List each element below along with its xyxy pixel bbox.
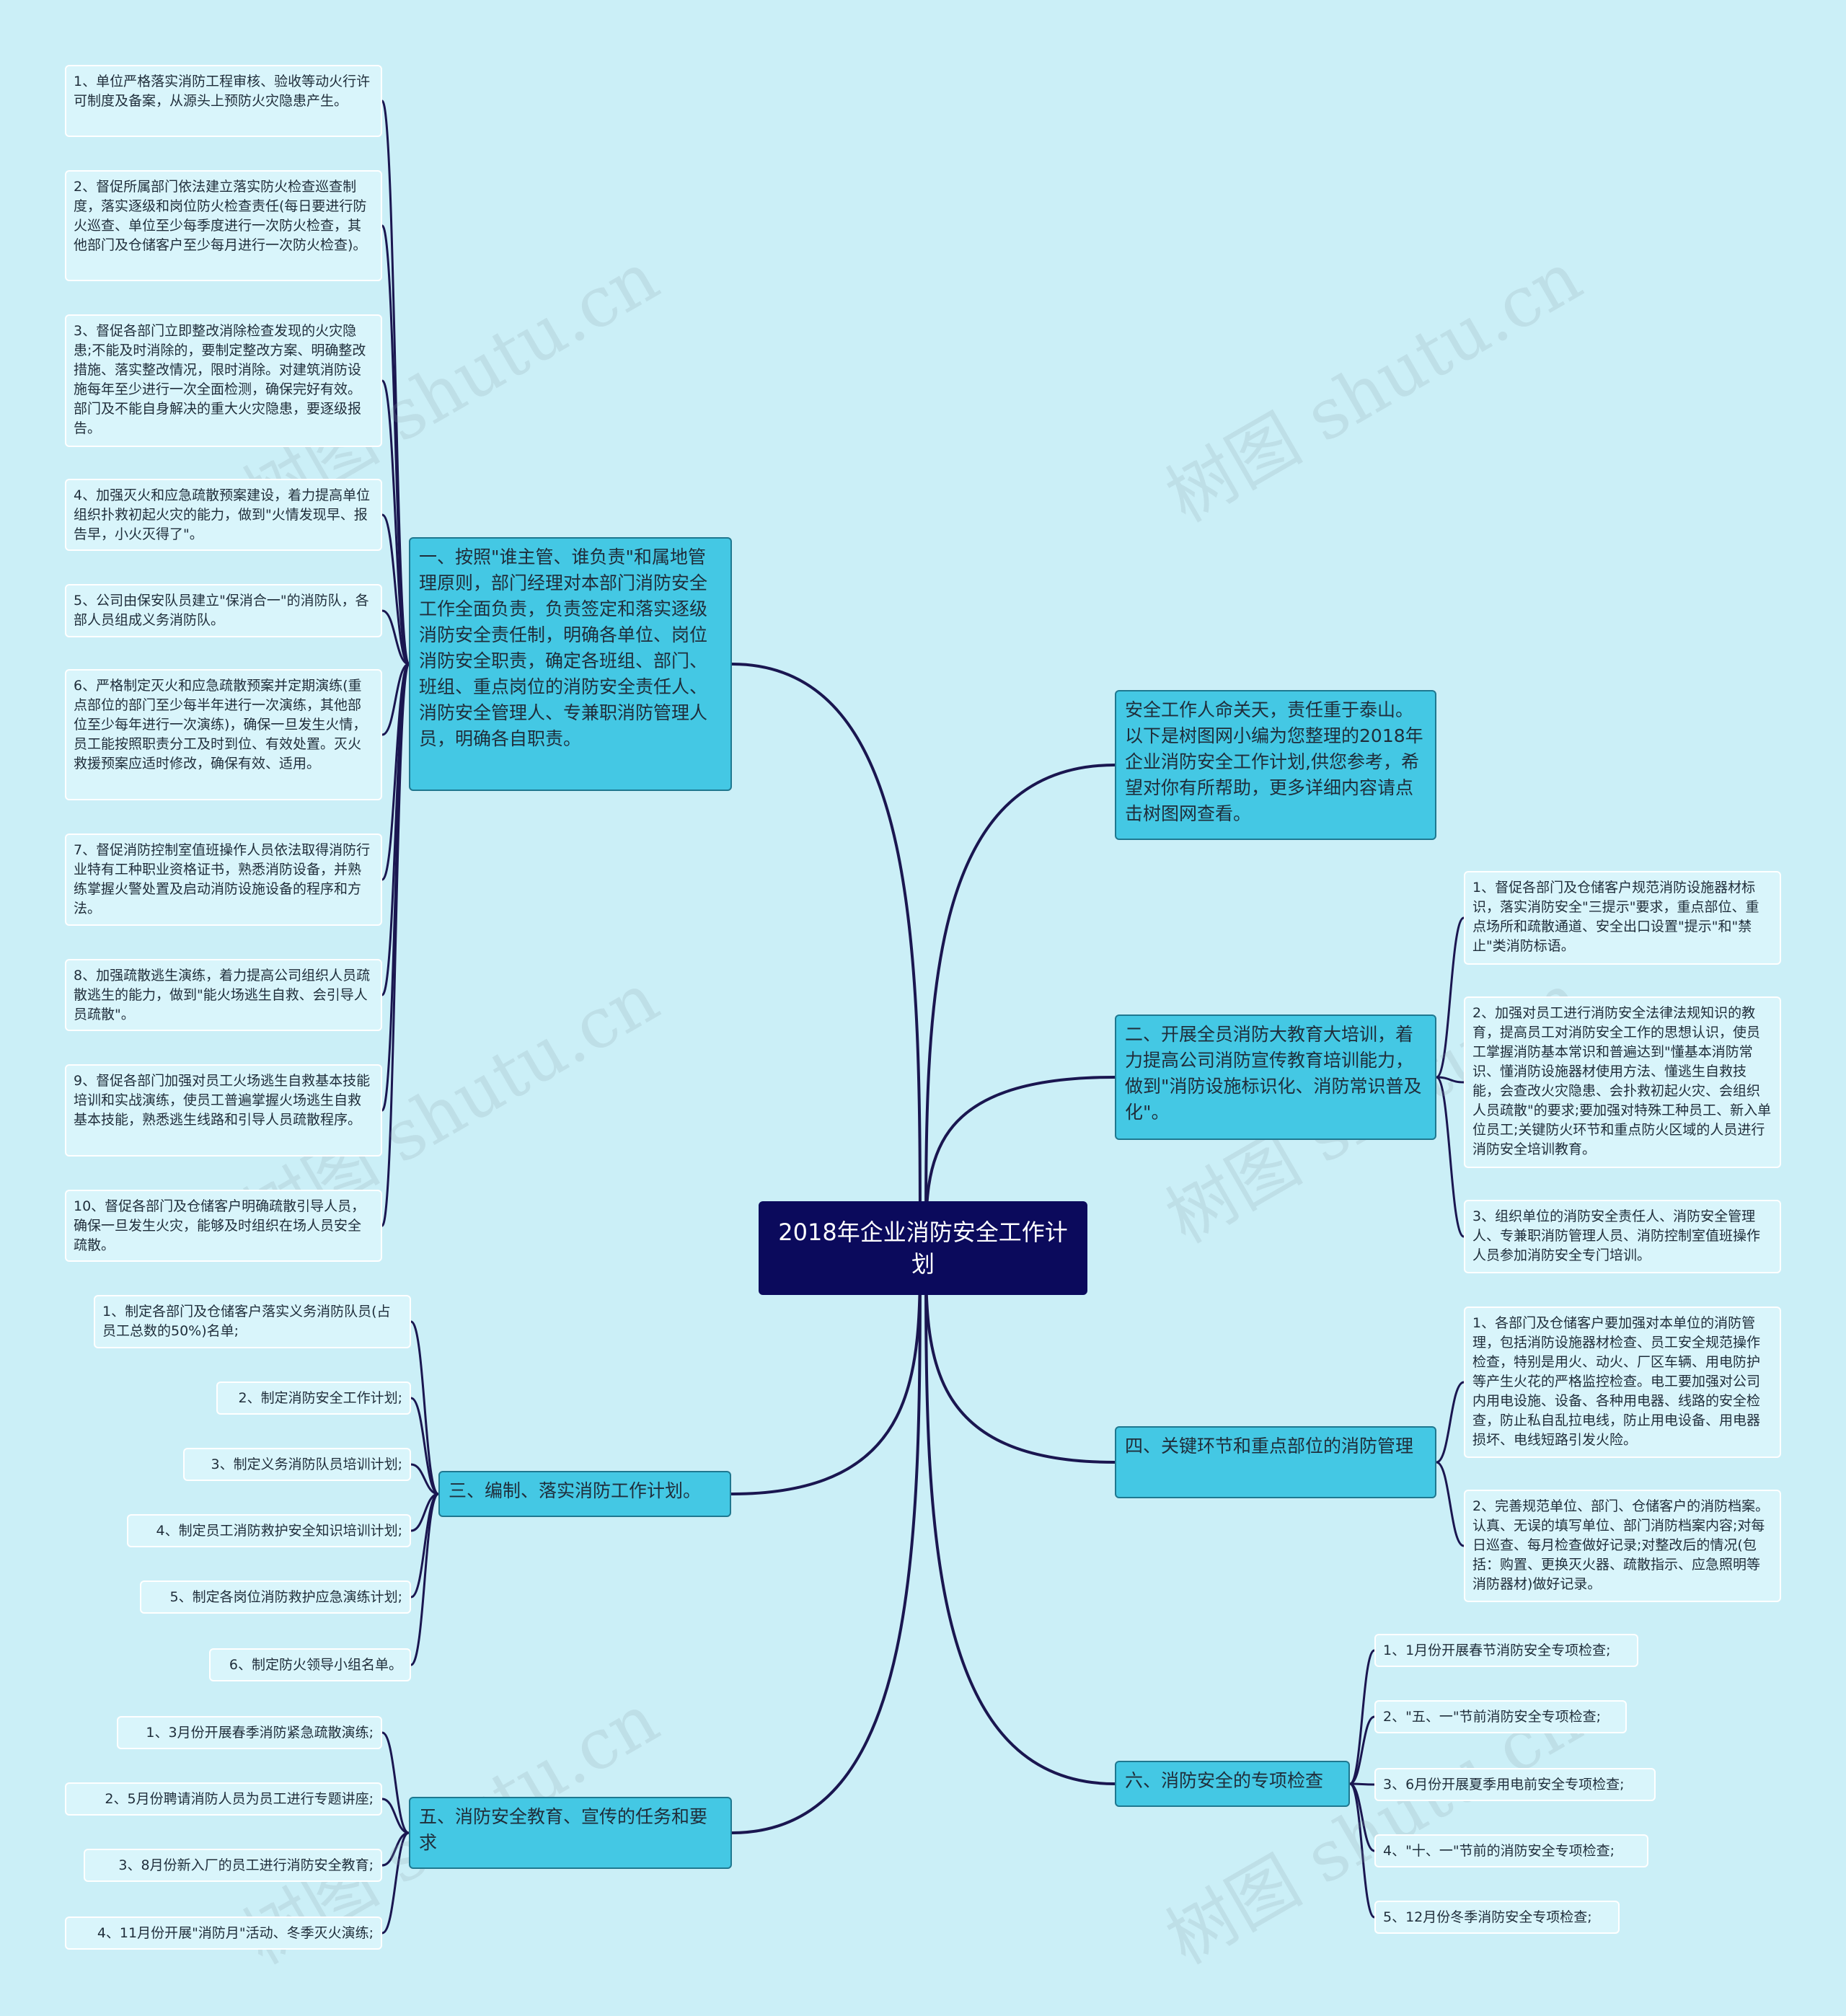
leaf-node[interactable]: 1、各部门及仓储客户要加强对本单位的消防管理，包括消防设施器材检查、员工安全规范… xyxy=(1464,1307,1781,1458)
branch-node-work-plan[interactable]: 三、编制、落实消防工作计划。 xyxy=(438,1471,731,1517)
connector xyxy=(381,1831,410,1867)
intro-node[interactable]: 安全工作人命关天，责任重于泰山。以下是树图网小编为您整理的2018年企业消防安全… xyxy=(1115,690,1436,840)
leaf-node[interactable]: 4、制定员工消防救护安全知识培训计划; xyxy=(127,1514,411,1547)
connector xyxy=(381,1798,410,1834)
leaf-node[interactable]: 10、督促各部门及仓储客户明确疏散引导人员，确保一旦发生火灾，能够及时组织在场人… xyxy=(65,1190,382,1262)
leaf-node[interactable]: 2、完善规范单位、部门、仓储客户的消防档案。认真、无误的填写单位、部门消防档案内… xyxy=(1464,1490,1781,1602)
connector xyxy=(381,224,410,666)
leaf-node[interactable]: 2、加强对员工进行消防安全法律法规知识的教育，提高员工对消防安全工作的思想认识，… xyxy=(1464,996,1781,1168)
connector xyxy=(1349,1782,1375,1919)
leaf-node[interactable]: 1、督促各部门及仓储客户规范消防设施器材标识，落实消防安全"三提示"要求，重点部… xyxy=(1464,871,1781,965)
connector xyxy=(731,1247,922,1834)
root-node[interactable]: 2018年企业消防安全工作计划 xyxy=(759,1201,1087,1295)
branch-node-responsibility[interactable]: 一、按照"谁主管、谁负责"和属地管理原则，部门经理对本部门消防安全工作全面负责，… xyxy=(409,537,732,791)
connector xyxy=(381,663,410,1227)
connector xyxy=(410,1493,439,1666)
leaf-node[interactable]: 1、单位严格落实消防工程审核、验收等动火行许可制度及备案，从源头上预防火灾隐患产… xyxy=(65,65,382,137)
connector xyxy=(410,1463,439,1495)
connector xyxy=(410,1320,439,1495)
connector xyxy=(381,1731,410,1834)
leaf-node[interactable]: 2、督促所属部门依法建立落实防火检查巡查制度，落实逐级和岗位防火检查责任(每日要… xyxy=(65,170,382,281)
connector xyxy=(1436,1381,1465,1464)
connector xyxy=(381,379,410,666)
leaf-node[interactable]: 2、5月份聘请消防人员为员工进行专题讲座; xyxy=(65,1782,382,1816)
leaf-node[interactable]: 4、11月份开展"消防月"活动、冬季灭火演练; xyxy=(65,1916,382,1950)
branch-node-education[interactable]: 五、消防安全教育、宣传的任务和要求 xyxy=(409,1797,732,1869)
connector xyxy=(381,1831,410,1935)
leaf-node[interactable]: 6、制定防火领导小组名单。 xyxy=(209,1648,411,1681)
connector xyxy=(381,663,410,736)
leaf-node[interactable]: 2、制定消防安全工作计划; xyxy=(216,1381,411,1415)
connector xyxy=(731,663,922,1249)
connector xyxy=(1349,1649,1375,1785)
leaf-node[interactable]: 3、6月份开展夏季用电前安全专项检查; xyxy=(1374,1768,1656,1801)
leaf-node[interactable]: 4、加强灭火和应急疏散预案建设，着力提高单位组织扑救初起火灾的能力，做到"火情发… xyxy=(65,479,382,551)
leaf-node[interactable]: 5、制定各岗位消防救护应急演练计划; xyxy=(140,1580,411,1614)
connector xyxy=(1436,916,1465,1079)
leaf-node[interactable]: 9、督促各部门加强对员工火场逃生自救基本技能培训和实战演练，使员工普遍掌握火场逃… xyxy=(65,1064,382,1157)
leaf-node[interactable]: 3、8月份新入厂的员工进行消防安全教育; xyxy=(84,1849,382,1882)
leaf-node[interactable]: 4、"十、一"节前的消防安全专项检查; xyxy=(1374,1834,1648,1867)
branch-node-key-links[interactable]: 四、关键环节和重点部位的消防管理 xyxy=(1115,1426,1436,1498)
connector xyxy=(410,1493,439,1532)
leaf-node[interactable]: 3、制定义务消防队员培训计划; xyxy=(183,1448,411,1481)
leaf-node[interactable]: 3、组织单位的消防安全责任人、消防安全管理人、专兼职消防管理人员、消防控制室值班… xyxy=(1464,1200,1781,1273)
branch-node-training[interactable]: 二、开展全员消防大教育大培训，着力提高公司消防宣传教育培训能力，做到"消防设施标… xyxy=(1115,1014,1436,1140)
leaf-node[interactable]: 2、"五、一"节前消防安全专项检查; xyxy=(1374,1700,1627,1733)
connector xyxy=(1436,1076,1465,1238)
leaf-node[interactable]: 5、公司由保安队员建立"保消合一"的消防队，各部人员组成义务消防队。 xyxy=(65,584,382,637)
leaf-node[interactable]: 1、制定各部门及仓储客户落实义务消防队员(占员工总数的50%)名单; xyxy=(94,1295,411,1348)
connector xyxy=(924,1247,1116,1785)
leaf-node[interactable]: 3、督促各部门立即整改消除检查发现的火灾隐患;不能及时消除的，要制定整改方案、明… xyxy=(65,314,382,447)
connector xyxy=(381,513,410,666)
connector xyxy=(381,609,410,666)
branch-node-inspection[interactable]: 六、消防安全的专项检查 xyxy=(1115,1761,1350,1807)
connector xyxy=(410,1397,439,1495)
leaf-node[interactable]: 7、督促消防控制室值班操作人员依法取得消防行业特有工种职业资格证书，熟悉消防设备… xyxy=(65,834,382,926)
leaf-node[interactable]: 1、3月份开展春季消防紧急疏散演练; xyxy=(117,1716,382,1749)
connector xyxy=(1436,1461,1465,1547)
leaf-node[interactable]: 8、加强疏散逃生演练，着力提高公司组织人员疏散逃生的能力，做到"能火场逃生自救、… xyxy=(65,959,382,1031)
leaf-node[interactable]: 5、12月份冬季消防安全专项检查; xyxy=(1374,1901,1620,1934)
connector xyxy=(1349,1715,1375,1785)
connector xyxy=(1436,1076,1465,1084)
leaf-node[interactable]: 6、严格制定灭火和应急疏散预案并定期演练(重点部位的部门至少每半年进行一次演练，… xyxy=(65,669,382,800)
leaf-node[interactable]: 1、1月份开展春节消防安全专项检查; xyxy=(1374,1634,1638,1667)
connector xyxy=(924,764,1116,1249)
